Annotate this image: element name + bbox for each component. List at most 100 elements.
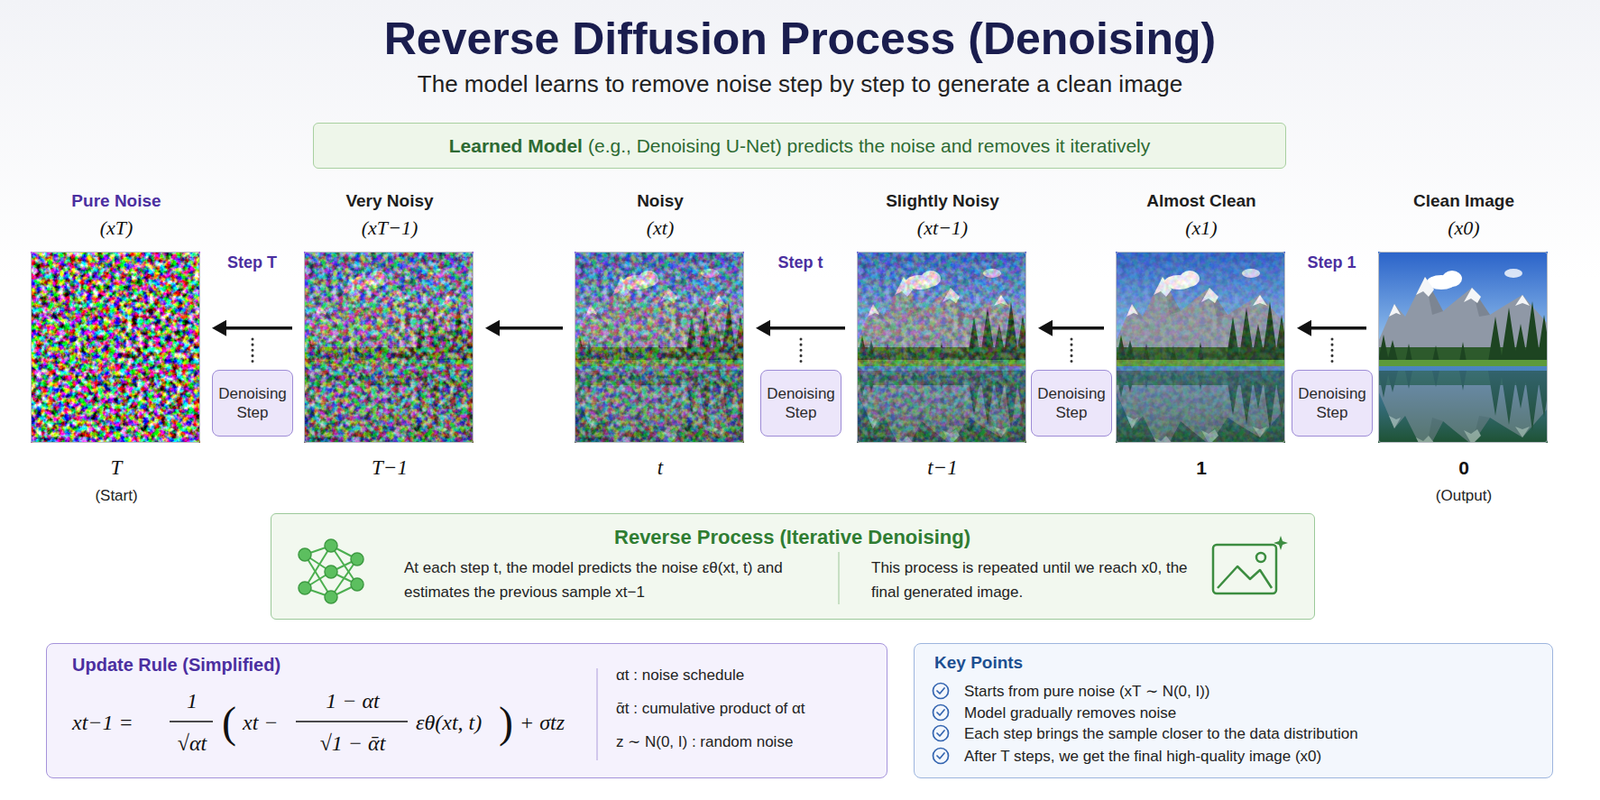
arrow-shaft: [223, 326, 293, 331]
noisy-landscape-image: [303, 251, 474, 443]
panel-heading: Very Noisy: [268, 190, 511, 212]
noisy-landscape-image: [1115, 251, 1289, 456]
step-index: t−1: [821, 456, 1064, 480]
math-label: (xT): [0, 216, 238, 240]
image-panel: Slightly Noisy(xt−1)t−1: [856, 251, 1027, 443]
box-title: Key Points: [934, 652, 1296, 674]
panel-heading: Noisy: [539, 190, 782, 212]
flow-arrow: [211, 320, 293, 337]
step-note: (Output): [1342, 486, 1585, 506]
dotted-leader: [252, 339, 1333, 365]
panel-heading: Clean Image: [1342, 190, 1585, 212]
image-panel: Pure Noise(xT)T(Start): [30, 251, 201, 443]
step-note: (Start): [0, 486, 238, 506]
arrow-head: [485, 320, 500, 337]
arrow-shaft: [767, 326, 846, 331]
noisy-landscape-image: [856, 251, 1030, 456]
panel-heading: Slightly Noisy: [821, 190, 1064, 212]
box-title: Reverse Process (Iterative Denoising): [271, 524, 1314, 551]
formula-term: √αt: [156, 730, 229, 756]
denoising-step-box: Denoising Step: [1291, 369, 1373, 437]
image-panel: Noisy(xt)t: [574, 251, 745, 443]
math-label: (xt): [539, 216, 782, 240]
image-panel: Very Noisy(xT−1)T−1: [303, 251, 474, 443]
symbol-note: ᾱt : cumulative product of αt: [616, 698, 880, 719]
symbol-note: z ∼ N(0, I) : random noise: [616, 732, 880, 753]
math-label: (xt−1): [821, 216, 1064, 240]
clean-landscape-image: [1378, 251, 1552, 456]
noisy-landscape-image: [856, 251, 1030, 456]
formula-paren: (: [221, 697, 237, 748]
denoising-step-box: Denoising Step: [760, 369, 842, 437]
dotted-leader: [1331, 339, 1334, 365]
panel-heading: Pure Noise: [0, 190, 238, 212]
image-panel: Clean Image(x0)0(Output): [1378, 251, 1548, 443]
subtitle: The model learns to remove noise step by…: [0, 69, 1600, 99]
formula-term: 1 − αt: [289, 688, 416, 714]
noisy-landscape-image: [303, 251, 478, 456]
flow-arrow: [485, 320, 563, 337]
step-box-label: Denoising Step: [764, 384, 837, 423]
process-box: Reverse Process (Iterative Denoising) At …: [270, 513, 1315, 620]
arrow-shaft: [1049, 326, 1104, 331]
clean-landscape-image: [1378, 251, 1552, 456]
step-label: Step 1: [1278, 252, 1387, 273]
arrow-shaft: [1308, 326, 1367, 331]
banner-text: (e.g., Denoising U-Net) predicts the noi…: [588, 135, 1150, 157]
bullet-text: Model gradually removes noise: [964, 703, 1545, 724]
step-box-label: Denoising Step: [1035, 384, 1108, 423]
noisy-landscape-image: [574, 251, 748, 456]
bullet-text: Each step brings the sample closer to th…: [964, 724, 1545, 745]
formula-term: xt−1 =: [72, 709, 134, 736]
step-label: Step T: [198, 252, 307, 273]
body-text: This process is repeated until we reach …: [871, 555, 1207, 605]
math-label: (x0): [1342, 216, 1585, 240]
step-box-label: Denoising Step: [1296, 384, 1369, 423]
step-index: 1: [1080, 456, 1323, 480]
math-label: (x1): [1080, 216, 1323, 240]
flow-arrow: [755, 320, 846, 337]
bullet-text: Starts from pure noise (xT ∼ N(0, I)): [964, 681, 1545, 702]
step-index: T−1: [268, 456, 511, 480]
body-text: At each step t, the model predicts the n…: [404, 555, 828, 605]
step-index: t: [539, 456, 782, 480]
noisy-landscape-image: [1115, 251, 1289, 456]
flow-arrow: [1038, 320, 1104, 337]
math-label: (xT−1): [268, 216, 511, 240]
image-panel: Almost Clean(x1)1: [1115, 251, 1286, 443]
flow-arrow: [1296, 320, 1367, 337]
formula-term: xt −: [242, 709, 279, 736]
model-banner: Learned Model(e.g., Denoising U-Net) pre…: [312, 122, 1287, 169]
formula-term: √1 − ᾱt: [289, 730, 416, 756]
step-box-label: Denoising Step: [216, 384, 289, 423]
noisy-landscape-image: [856, 251, 1027, 443]
formula-term: + σtz: [519, 709, 565, 736]
symbol-note: αt : noise schedule: [616, 665, 880, 686]
step-label: Step t: [746, 252, 856, 273]
arrow-head: [755, 320, 771, 337]
box-title: Update Rule (Simplified): [72, 653, 433, 676]
denoising-step-box: Denoising Step: [1030, 369, 1113, 437]
formula-term: 1: [156, 688, 229, 714]
noisy-landscape-image: [574, 251, 745, 443]
noise-image: [30, 251, 201, 443]
dotted-leader: [800, 339, 803, 365]
arrow-head: [211, 320, 227, 337]
bullet-text: After T steps, we get the final high-qua…: [964, 746, 1545, 767]
step-index: T: [0, 456, 238, 480]
arrow-head: [1296, 320, 1312, 337]
step-index: 0: [1342, 456, 1585, 480]
dotted-leader: [1070, 339, 1074, 365]
formula-paren: ): [498, 697, 514, 748]
denoising-step-box: Denoising Step: [211, 369, 294, 437]
arrow-shaft: [496, 326, 563, 331]
dotted-leader: [251, 339, 255, 365]
noisy-landscape-image: [574, 251, 748, 456]
banner-heading: Learned Model: [449, 135, 583, 157]
arrow-head: [1038, 320, 1053, 337]
diagram-title: Reverse Diffusion Process (Denoising): [0, 11, 1600, 66]
noise-image: [30, 251, 201, 443]
noisy-landscape-image: [1115, 251, 1286, 443]
formula-box: Update Rule (Simplified) xt−1 = 1 √αt(xt − 1…: [45, 643, 888, 779]
noisy-landscape-image: [303, 251, 478, 456]
